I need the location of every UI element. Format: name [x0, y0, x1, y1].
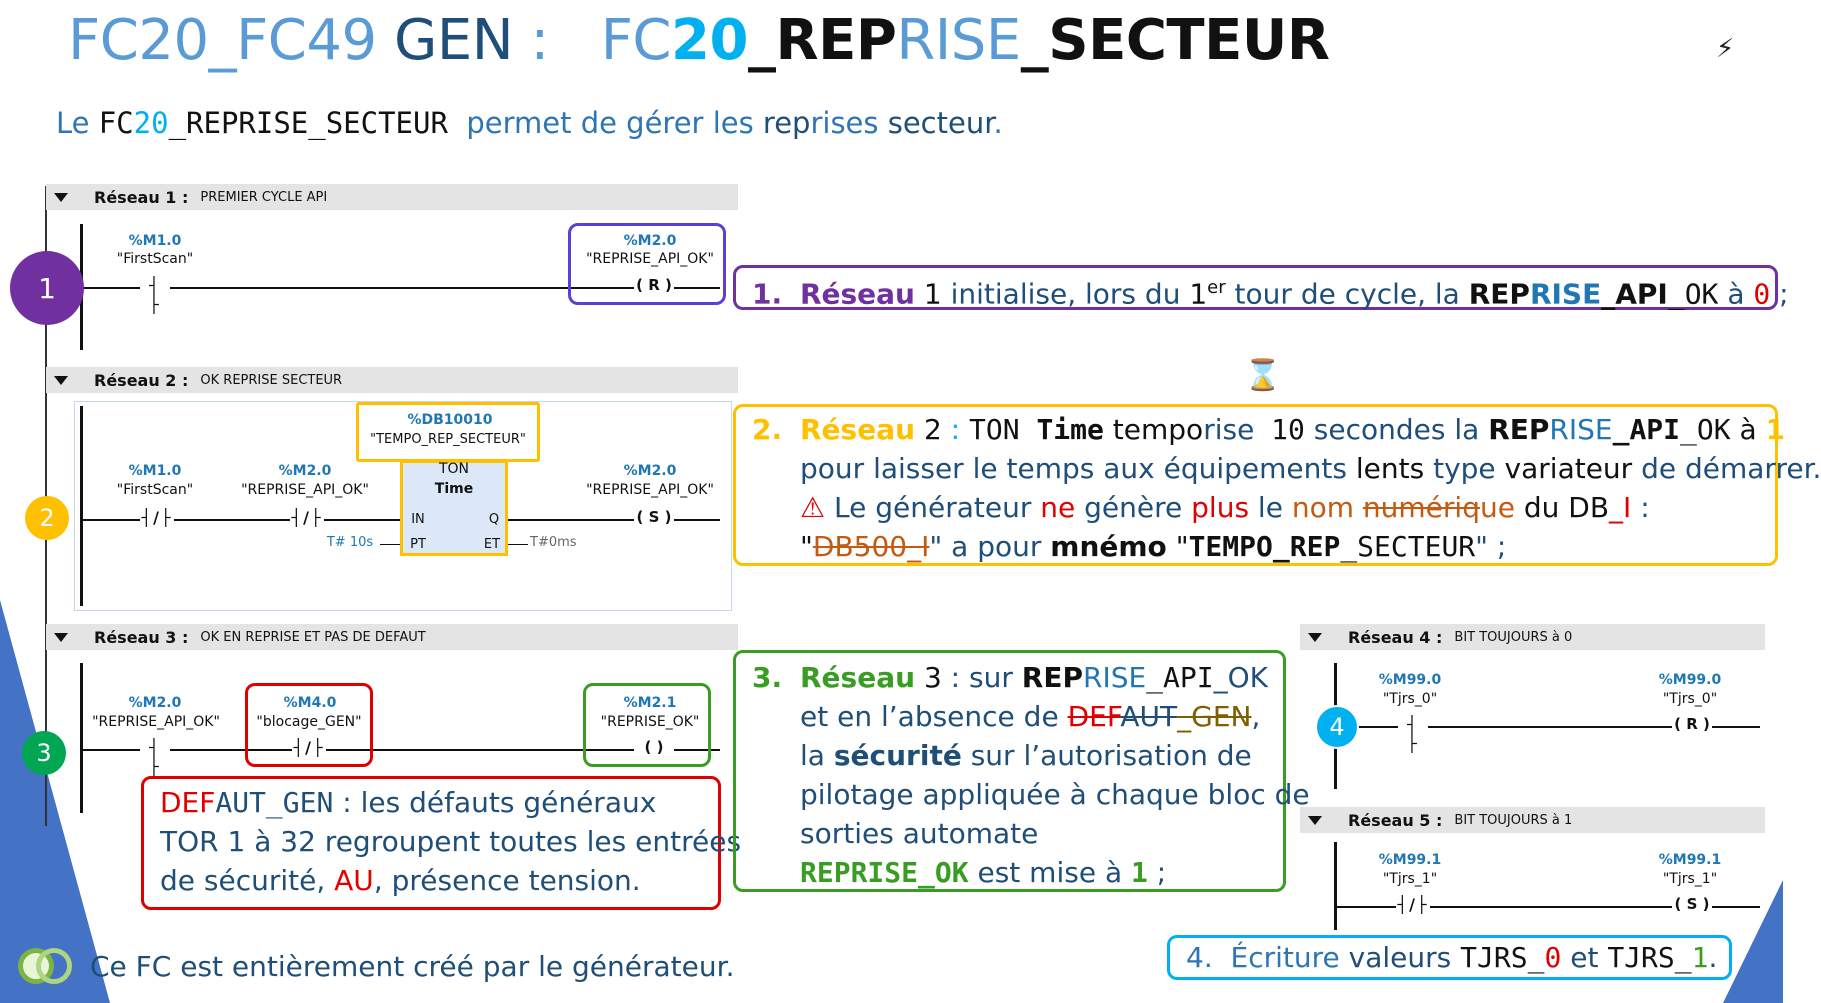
- pt-wire: [380, 544, 400, 545]
- contact-address: %M1.0: [128, 233, 182, 249]
- no-contact[interactable]: ┤ ├: [140, 738, 170, 776]
- nc-contact[interactable]: ┤/├: [1396, 895, 1430, 917]
- network-4-header[interactable]: Réseau 4 : BIT TOUJOURS à 0: [1300, 624, 1765, 650]
- contact-symbol: "Tjrs_0": [1382, 691, 1438, 707]
- ton-q-pin: Q: [488, 512, 500, 527]
- reprise-ok-highlight: [583, 683, 711, 767]
- annotation-3: 3. Réseau 3 : sur REPRISE_API_OK et en l…: [733, 650, 1310, 892]
- badge-4: 4: [1315, 705, 1359, 749]
- collapse-icon[interactable]: [1308, 815, 1322, 825]
- contact-symbol: "blocage_GEN": [256, 714, 362, 730]
- set-coil[interactable]: ( S ): [634, 508, 674, 530]
- annotation-2: 2. Réseau 2 : TON Time temporise 10 seco…: [733, 404, 1821, 566]
- left-decoration: [0, 600, 110, 1003]
- rung-wire: [82, 287, 720, 289]
- reset-coil[interactable]: ( R ): [1672, 715, 1712, 737]
- badge-2: 2: [25, 496, 69, 540]
- contact-address: %M1.0: [128, 463, 182, 479]
- set-coil[interactable]: ( S ): [1672, 895, 1712, 917]
- contact-symbol: "Tjrs_1": [1382, 871, 1438, 887]
- output-coil[interactable]: ( ): [634, 738, 674, 760]
- nc-contact[interactable]: ┤/├: [140, 508, 174, 530]
- coil-symbol: "REPRISE_OK": [600, 714, 700, 730]
- collapse-icon[interactable]: [1308, 632, 1322, 642]
- no-contact[interactable]: ┤ ├: [140, 276, 170, 314]
- page-title: FC20_FC49 GEN : FC20_REPRISE_SECTEUR: [68, 8, 1330, 73]
- collapse-icon[interactable]: [54, 375, 68, 385]
- instance-db-address: %DB10010: [407, 412, 493, 428]
- rung-wire: [1336, 726, 1760, 728]
- nc-contact[interactable]: ┤/├: [290, 508, 324, 530]
- ton-type: TON: [438, 461, 470, 477]
- lightning-icon: ⚡: [1716, 34, 1735, 64]
- coil-address: %M99.1: [1658, 852, 1722, 868]
- rung-wire: [82, 519, 402, 521]
- ton-pt-pin: PT: [410, 537, 426, 552]
- coil-address: %M2.0: [623, 233, 677, 249]
- power-rail: [80, 663, 83, 813]
- contact-address: %M99.1: [1378, 852, 1442, 868]
- contact-address: %M2.0: [278, 463, 332, 479]
- defaut-gen-note: DEFAUT_GEN : les défauts généraux TOR 1 …: [141, 776, 741, 910]
- coil-symbol: "REPRISE_API_OK": [586, 251, 714, 267]
- contact-address: %M99.0: [1378, 672, 1442, 688]
- ton-time: Time: [434, 481, 474, 497]
- et-value: T#0ms: [530, 535, 577, 550]
- footer-note: Ce FC est entièrement créé par le généra…: [90, 950, 735, 983]
- power-rail: [1334, 842, 1337, 930]
- et-wire: [508, 544, 528, 545]
- network-5-header[interactable]: Réseau 5 : BIT TOUJOURS à 1: [1300, 807, 1765, 833]
- intro-text: Le FC20_REPRISE_SECTEUR permet de gérer …: [56, 106, 1003, 140]
- contact-address: %M2.0: [128, 695, 182, 711]
- rung-wire: [1336, 906, 1760, 908]
- annotation-4: 4. Écriture valeurs TJRS_0 et TJRS_1.: [1167, 935, 1732, 980]
- network-2-frame: [74, 401, 732, 611]
- coil-highlight: [568, 223, 726, 305]
- badge-3: 3: [22, 731, 66, 775]
- nc-contact[interactable]: ┤/├: [292, 738, 326, 760]
- collapse-icon[interactable]: [54, 192, 68, 202]
- pt-value: T# 10s: [326, 535, 374, 550]
- right-decoration: [1723, 880, 1783, 1003]
- hourglass-icon: ⌛: [1244, 358, 1282, 393]
- instance-db-symbol: "TEMPO_REP_SECTEUR": [370, 432, 526, 447]
- power-rail: [80, 406, 83, 606]
- coil-symbol: "REPRISE_API_OK": [586, 482, 714, 498]
- rung-wire: [82, 749, 720, 751]
- network-2-header[interactable]: Réseau 2 : OK REPRISE SECTEUR: [46, 367, 738, 393]
- collapse-icon[interactable]: [54, 632, 68, 642]
- ton-in-pin: IN: [411, 512, 425, 527]
- warning-icon: ⚠: [800, 491, 826, 524]
- contact-symbol: "REPRISE_API_OK": [92, 714, 220, 730]
- badge-1: 1: [10, 251, 84, 325]
- contact-symbol: "FirstScan": [116, 482, 194, 498]
- generator-logo: [18, 946, 74, 988]
- annotation-1: 1. Réseau 1 initialise, lors du 1er tour…: [733, 265, 1789, 310]
- network-3-header[interactable]: Réseau 3 : OK EN REPRISE ET PAS DE DEFAU…: [46, 624, 738, 650]
- reset-coil[interactable]: ( R ): [634, 276, 674, 298]
- contact-symbol: "FirstScan": [116, 251, 194, 267]
- coil-symbol: "Tjrs_1": [1662, 871, 1718, 887]
- coil-address: %M99.0: [1658, 672, 1722, 688]
- network-1-header[interactable]: Réseau 1 : PREMIER CYCLE API: [46, 184, 738, 210]
- ton-et-pin: ET: [483, 537, 501, 552]
- no-contact[interactable]: ┤ ├: [1398, 715, 1428, 753]
- ton-timer-block[interactable]: [400, 460, 508, 556]
- blocage-highlight: [245, 683, 373, 767]
- coil-address: %M2.0: [623, 463, 677, 479]
- rung-wire: [506, 519, 720, 521]
- coil-address: %M2.1: [623, 695, 677, 711]
- contact-symbol: "REPRISE_API_OK": [241, 482, 369, 498]
- coil-symbol: "Tjrs_0": [1662, 691, 1718, 707]
- contact-address: %M4.0: [283, 695, 337, 711]
